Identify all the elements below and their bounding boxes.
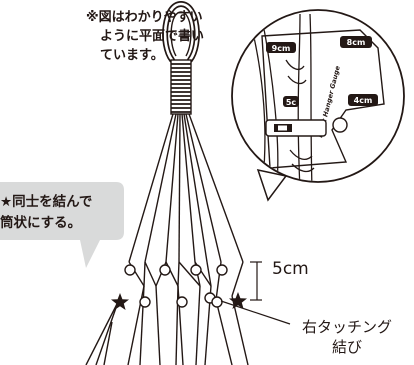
knot-label-line-1: 右タッチング <box>301 318 392 336</box>
gauge-mark-4: 4cm <box>354 96 373 105</box>
bubble-line-2: 筒状にする。 <box>0 215 82 231</box>
note-line-2: ように平面で書い <box>100 29 205 44</box>
star-left <box>111 293 129 310</box>
bubble-text: ★同士を結んで 筒状にする。 <box>0 192 116 234</box>
note-line-1: ※図はわかりやすい <box>86 10 203 25</box>
gauge-mark-8: 8cm <box>347 38 366 47</box>
dimension-label: 5cm <box>272 259 309 279</box>
hanging-ring <box>162 0 200 63</box>
bubble-line-1: ★同士を結んで <box>0 194 93 210</box>
gauge-mark-9: 9cm <box>272 44 291 53</box>
magnified-inset: 9cm 8cm 5c 4cm Plant Hanger Gauge <box>231 9 405 202</box>
note-line-3: ています。 <box>100 48 164 63</box>
leader-line <box>220 300 291 325</box>
knot-markers <box>124 264 228 308</box>
wrapped-collar <box>170 59 192 115</box>
cords <box>85 113 249 365</box>
dimension-bracket <box>250 261 262 301</box>
knot-label-line-2: 結び <box>331 338 362 356</box>
gauge-mark-5: 5c <box>286 98 297 107</box>
knot-label: 右タッチング 結び <box>282 317 412 357</box>
star-right <box>229 292 247 309</box>
speech-bubble <box>0 182 124 268</box>
star-markers <box>111 292 247 310</box>
diagram-note: ※図はわかりやすい ように平面で書い ています。 <box>86 8 205 65</box>
